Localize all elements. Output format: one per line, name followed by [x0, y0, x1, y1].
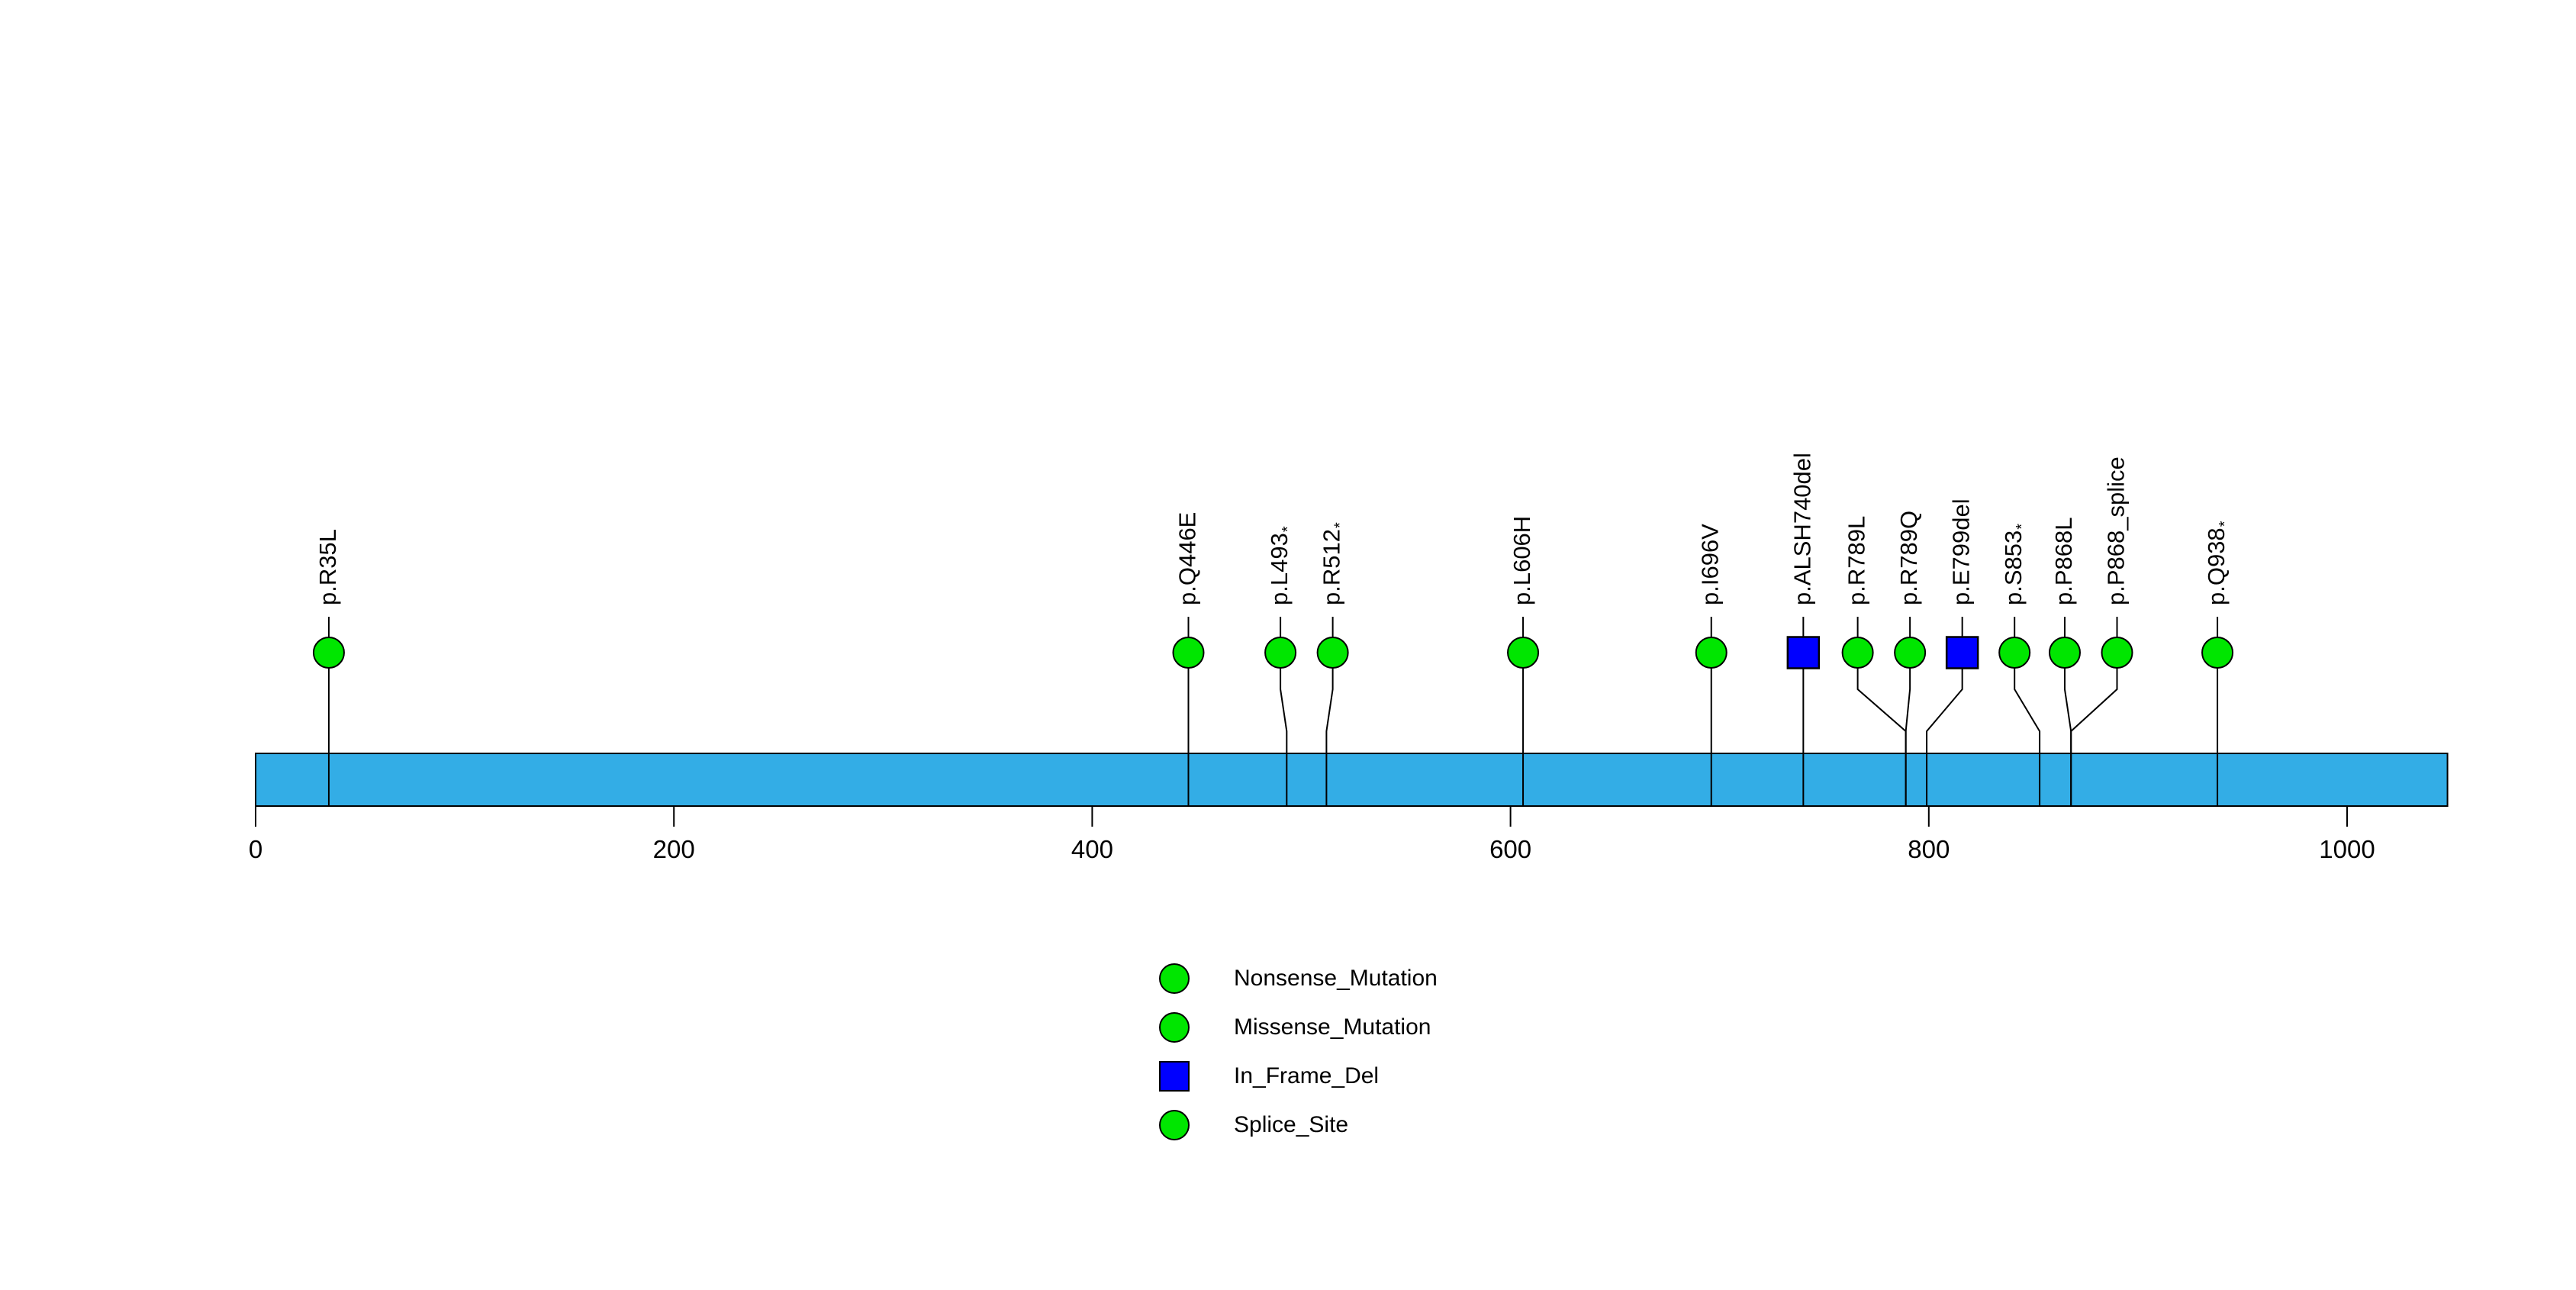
mutation-marker-circle — [1894, 637, 1927, 669]
legend-swatch-circle — [1159, 1012, 1190, 1043]
mutation-marker-circle — [1316, 637, 1349, 669]
axis-tick-label: 600 — [1489, 835, 1531, 863]
mutation-label: p.S853* — [2000, 524, 2030, 605]
legend-swatch-circle — [1159, 963, 1190, 994]
mutation-label: p.R789Q — [1895, 511, 1922, 605]
mutation-label: p.R35L — [314, 529, 341, 605]
mutation-label: p.L606H — [1509, 516, 1535, 605]
legend-swatch-square — [1159, 1061, 1190, 1092]
axis-tick-label: 0 — [249, 835, 262, 863]
mutation-label: p.Q446E — [1174, 512, 1200, 605]
mutation-marker-circle — [2101, 637, 2133, 669]
mutation-marker-circle — [1264, 637, 1297, 669]
mutation-marker-circle — [2201, 637, 2234, 669]
legend-item-label: Missense_Mutation — [1234, 1014, 1431, 1040]
axis-tick-label: 400 — [1071, 835, 1113, 863]
legend-item: Missense_Mutation — [1159, 1012, 1438, 1043]
mutation-marker-circle — [2048, 637, 2081, 669]
lollipop-stem — [1926, 668, 1963, 806]
lollipop-stem — [1325, 668, 1334, 806]
mutation-label: p.P868_splice — [2102, 456, 2129, 605]
lollipop-stem — [1280, 668, 1288, 806]
legend-item-label: In_Frame_Del — [1234, 1063, 1380, 1088]
mutation-label: p.R512* — [1319, 522, 1349, 605]
axis-tick-label: 1000 — [2319, 835, 2375, 863]
legend-swatch-circle — [1159, 1110, 1190, 1140]
legend: Nonsense_Mutation Missense_Mutation In_F… — [1159, 963, 1438, 1159]
mutation-marker-square — [1786, 636, 1821, 669]
mutation-label: p.I696V — [1697, 524, 1724, 605]
mutation-label: p.P868L — [2050, 518, 2077, 606]
legend-item: Nonsense_Mutation — [1159, 963, 1438, 994]
legend-item-label: Splice_Site — [1234, 1112, 1349, 1137]
mutation-marker-circle — [1172, 637, 1205, 669]
mutation-label: p.L493* — [1266, 526, 1296, 605]
protein-bar — [255, 753, 2449, 807]
legend-item: In_Frame_Del — [1159, 1061, 1438, 1092]
mutation-label: p.R789L — [1843, 516, 1870, 605]
lollipop-stem — [2014, 668, 2041, 806]
mutation-marker-circle — [1998, 637, 2031, 669]
lollipop-stem — [2070, 668, 2118, 806]
mutation-label: p.ALSH740del — [1789, 453, 1815, 605]
lollipop-stem — [1905, 668, 1911, 806]
axis-tick-label: 800 — [1908, 835, 1950, 863]
mutation-marker-circle — [1695, 637, 1728, 669]
legend-item: Splice_Site — [1159, 1110, 1438, 1140]
legend-item-label: Nonsense_Mutation — [1234, 966, 1438, 991]
mutation-marker-circle — [312, 637, 345, 669]
mutation-marker-circle — [1841, 637, 1874, 669]
mutation-marker-square — [1945, 636, 1979, 669]
mutation-label: p.E799del — [1948, 498, 1975, 605]
mutation-label: p.Q938* — [2203, 521, 2233, 605]
mutation-marker-circle — [1507, 637, 1540, 669]
axis-tick-label: 200 — [653, 835, 695, 863]
